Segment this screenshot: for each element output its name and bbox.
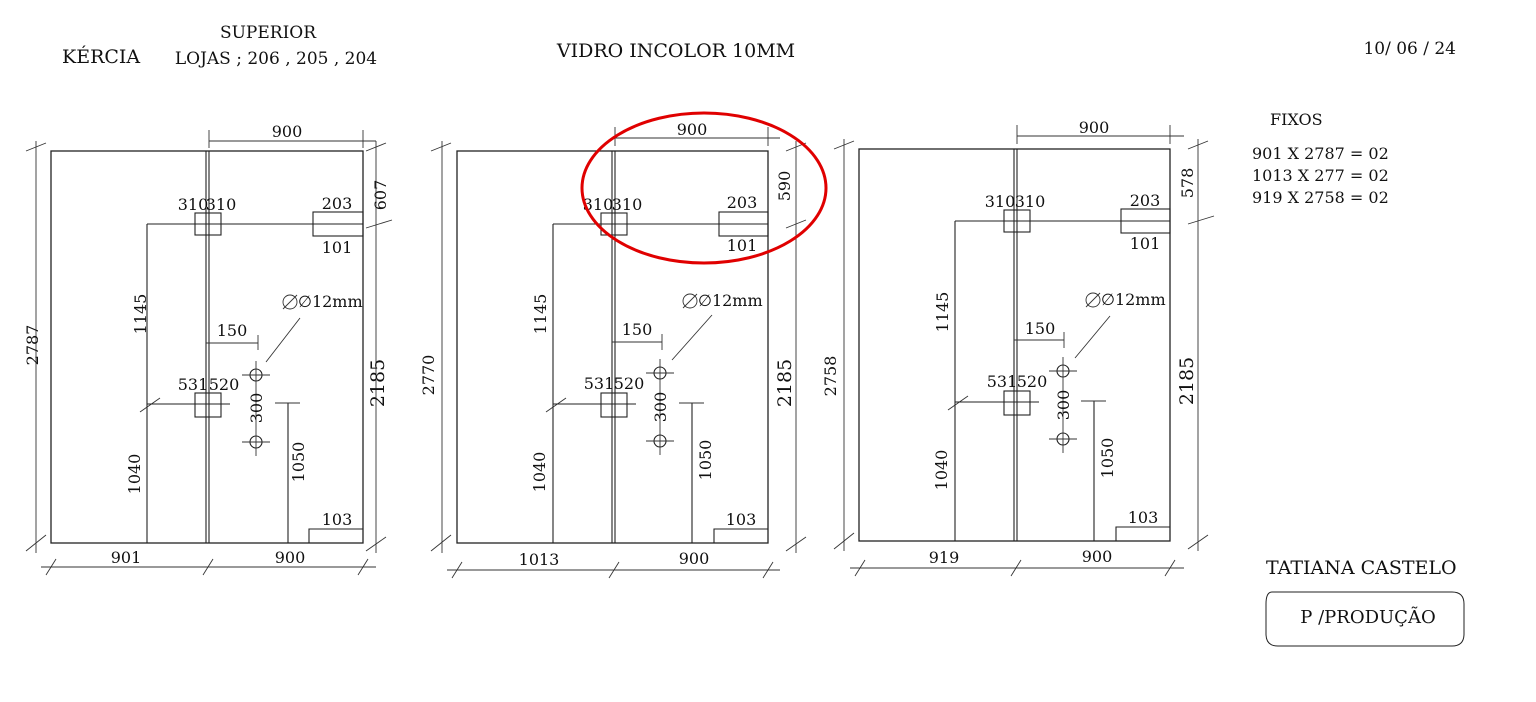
dim-handle-bottom: 101 <box>322 238 353 257</box>
dim-door-width-bottom: 900 <box>679 549 710 568</box>
glass-panel-2: 900 2770 590 2185 1013 900 310 310 203 1… <box>419 120 807 579</box>
fixed-title: FIXOS <box>1270 110 1323 129</box>
dim-offset: 150 <box>1025 319 1056 338</box>
dim-handle-bottom: 101 <box>1130 234 1161 253</box>
dim-handle-height: 1050 <box>696 440 715 481</box>
dim-lock-mid-left: 531 <box>178 375 209 394</box>
top-handle-fitting <box>1120 208 1171 234</box>
mid-lock-fitting <box>194 392 222 418</box>
material-label: VIDRO INCOLOR 10MM <box>556 40 795 62</box>
highlight-circle <box>580 111 828 265</box>
dim-right-long: 2185 <box>367 359 389 407</box>
dim-bottom-fitting: 103 <box>1128 508 1159 527</box>
dim-lock-mid-left: 531 <box>584 374 615 393</box>
dim-lock-mid-right: 520 <box>614 374 645 393</box>
top-lock-fitting <box>1003 209 1031 233</box>
glass-panel-3: 900 2758 578 2185 919 900 310 310 203 10… <box>821 118 1215 577</box>
dim-fixed-width: 919 <box>929 548 960 567</box>
dim-left-lower: 1040 <box>932 450 951 491</box>
mid-lock-fitting <box>600 392 628 418</box>
dim-right-long: 2185 <box>774 359 796 407</box>
dim-door-width-bottom: 900 <box>1082 547 1113 566</box>
top-handle-fitting <box>718 211 769 237</box>
dim-handle-top: 203 <box>322 194 353 213</box>
dim-left-upper: 1145 <box>933 292 952 333</box>
dim-lock-mid-right: 520 <box>1017 372 1048 391</box>
top-lock-fitting <box>194 212 222 236</box>
dim-fixed-width: 1013 <box>519 550 560 569</box>
fixed-item: 1013 X 277 = 02 <box>1252 166 1389 185</box>
dim-lock-mid-left: 531 <box>987 372 1018 391</box>
floor-label: SUPERIOR <box>220 23 317 43</box>
dim-handle-bottom: 101 <box>727 236 758 255</box>
dim-top-right: 578 <box>1178 168 1197 199</box>
dim-handle-top: 203 <box>1130 191 1161 210</box>
fixed-item: 919 X 2758 = 02 <box>1252 188 1389 207</box>
dim-handle-height: 1050 <box>1098 438 1117 479</box>
dim-lock-top-right: 310 <box>1015 192 1046 211</box>
dim-handle-top: 203 <box>727 193 758 212</box>
dim-height: 2758 <box>821 356 840 397</box>
dim-bottom-fitting: 103 <box>322 510 353 529</box>
mid-lock-fitting <box>1003 390 1031 416</box>
client-name: KÉRCIA <box>62 45 140 68</box>
dim-lock-top-left: 310 <box>985 192 1016 211</box>
dim-hole-spacing: 300 <box>651 392 670 423</box>
dim-hole-spacing: 300 <box>247 393 266 424</box>
top-handle-fitting <box>312 211 364 237</box>
dim-hole-spacing: 300 <box>1054 390 1073 421</box>
author-name: TATIANA CASTELO <box>1266 557 1457 579</box>
dim-door-width-top: 900 <box>272 122 303 141</box>
hole-diameter-label: ∅12mm <box>298 292 363 311</box>
dim-door-width-top: 900 <box>677 120 708 139</box>
top-lock-fitting <box>600 212 628 236</box>
fixed-item: 901 X 2787 = 02 <box>1252 144 1389 163</box>
dim-offset: 150 <box>622 320 653 339</box>
hole-diameter-label: ∅12mm <box>698 291 763 310</box>
dim-door-width-top: 900 <box>1079 118 1110 137</box>
dim-left-upper: 1145 <box>131 294 150 335</box>
dim-door-width-bottom: 900 <box>275 548 306 567</box>
dim-offset: 150 <box>217 321 248 340</box>
dim-handle-height: 1050 <box>289 442 308 483</box>
dim-top-right: 590 <box>775 171 794 202</box>
date-label: 10/ 06 / 24 <box>1363 39 1456 59</box>
dim-fixed-width: 901 <box>111 548 142 567</box>
dim-lock-top-left: 310 <box>178 195 209 214</box>
dim-height: 2770 <box>419 355 438 396</box>
dim-bottom-fitting: 103 <box>726 510 757 529</box>
dim-lock-mid-right: 520 <box>209 375 240 394</box>
production-stamp: P /PRODUÇÃO <box>1300 606 1435 628</box>
panel-outline <box>50 150 364 544</box>
dim-height: 2787 <box>23 325 42 366</box>
hole-diameter-label: ∅12mm <box>1101 290 1166 309</box>
dim-left-upper: 1145 <box>531 294 550 335</box>
dim-left-lower: 1040 <box>530 452 549 493</box>
dim-top-right: 607 <box>371 180 390 211</box>
dim-lock-top-right: 310 <box>612 195 643 214</box>
dim-right-long: 2185 <box>1176 357 1198 405</box>
stores-label: LOJAS ; 206 , 205 , 204 <box>175 49 377 69</box>
production-stamp-frame <box>1265 591 1465 647</box>
dim-lock-top-left: 310 <box>583 195 614 214</box>
dim-lock-top-right: 310 <box>206 195 237 214</box>
glass-panel-1: 900 2787 607 2185 901 900 310 310 203 10… <box>23 122 393 576</box>
dim-left-lower: 1040 <box>125 454 144 495</box>
